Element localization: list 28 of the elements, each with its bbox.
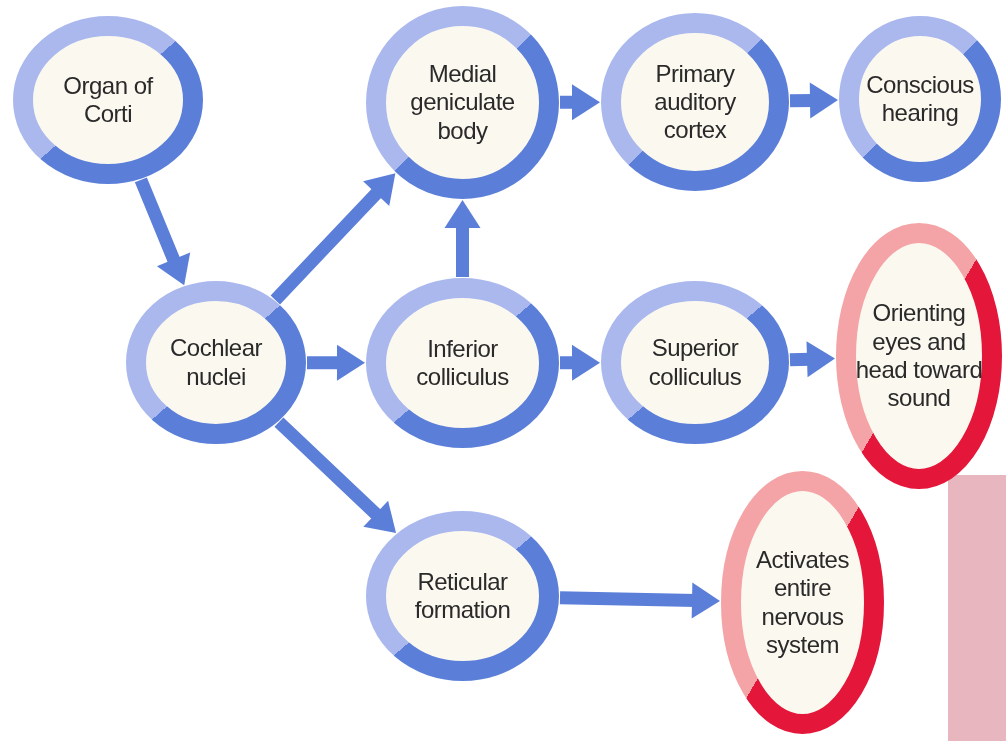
oval-node bbox=[125, 280, 307, 445]
arrow bbox=[789, 341, 836, 378]
node-label: Orienting eyes and head toward sound bbox=[854, 299, 984, 413]
oval-node bbox=[365, 5, 560, 200]
node-label: Medial geniculate body bbox=[409, 60, 516, 145]
node-label: Superior colliculus bbox=[647, 334, 743, 391]
arrow bbox=[306, 344, 365, 381]
arrow bbox=[789, 82, 839, 119]
node-label: Primary auditory cortex bbox=[653, 59, 737, 145]
node-label: Activates entire nervous system bbox=[755, 545, 850, 660]
oval-node bbox=[600, 280, 790, 445]
oval-node bbox=[600, 12, 790, 192]
oval-node bbox=[838, 15, 1002, 183]
oval-node bbox=[835, 222, 1003, 490]
node-label: Reticular formation bbox=[413, 567, 512, 625]
node-label: Inferior colliculus bbox=[415, 334, 510, 392]
oval-node bbox=[720, 470, 885, 735]
arrow bbox=[444, 200, 481, 277]
arrow bbox=[134, 177, 191, 288]
oval-node bbox=[365, 277, 560, 449]
node-label: Organ of Corti bbox=[62, 71, 155, 129]
node-label: Cochlear nuclei bbox=[168, 334, 263, 391]
oval-node bbox=[12, 15, 204, 185]
arrow bbox=[559, 344, 601, 381]
node-label: Conscious hearing bbox=[865, 70, 975, 128]
arrow bbox=[559, 84, 601, 121]
oval-node bbox=[365, 510, 560, 682]
arrow bbox=[559, 582, 721, 619]
